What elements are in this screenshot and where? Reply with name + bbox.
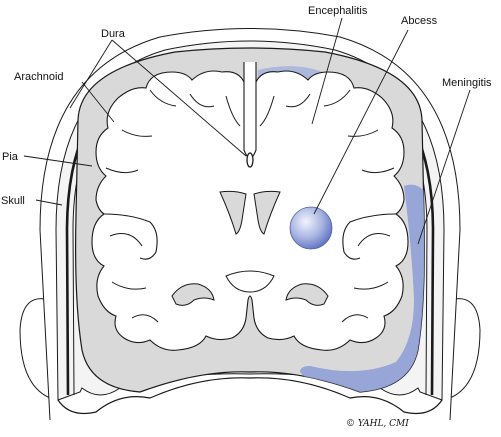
left-sulci (105, 89, 241, 323)
arachnoid-leader (81, 81, 115, 123)
basal-cistern (225, 270, 275, 293)
arachnoid-label: Arachnoid (14, 71, 64, 83)
dura-label: Dura (101, 28, 126, 40)
white-matter (91, 70, 409, 351)
abscess-sphere (289, 206, 333, 250)
leader-lines (23, 17, 471, 245)
skull-leader (35, 199, 63, 206)
pia-leader (23, 155, 93, 167)
right-ear-shape (449, 298, 481, 399)
right-sulci (259, 89, 395, 323)
dura-leader-2 (69, 39, 113, 109)
meningitis-leader (417, 89, 471, 245)
dura-leader-1 (111, 39, 247, 157)
left-temporal-horn (171, 283, 215, 306)
left-sylvian-fissure (103, 213, 158, 260)
right-ventricle (253, 190, 281, 235)
encephalitis-label: Encephalitis (308, 5, 368, 17)
encephalitis-leader (311, 17, 343, 125)
right-sylvian-fissure (342, 213, 397, 260)
skull-base (57, 377, 443, 415)
meningitis-label: Meningitis (442, 77, 492, 89)
abcess-label: Abcess (401, 15, 438, 27)
artist-signature: © YAHL, CMI (346, 419, 409, 429)
left-ventricle (219, 190, 247, 235)
abcess-leader (313, 29, 409, 215)
left-ear-shape (19, 298, 51, 399)
sagittal-sinus (246, 152, 254, 168)
longitudinal-fissure (243, 62, 257, 159)
pia-label: Pia (2, 151, 19, 163)
skull-label: Skull (1, 195, 25, 207)
right-temporal-horn (285, 283, 329, 306)
